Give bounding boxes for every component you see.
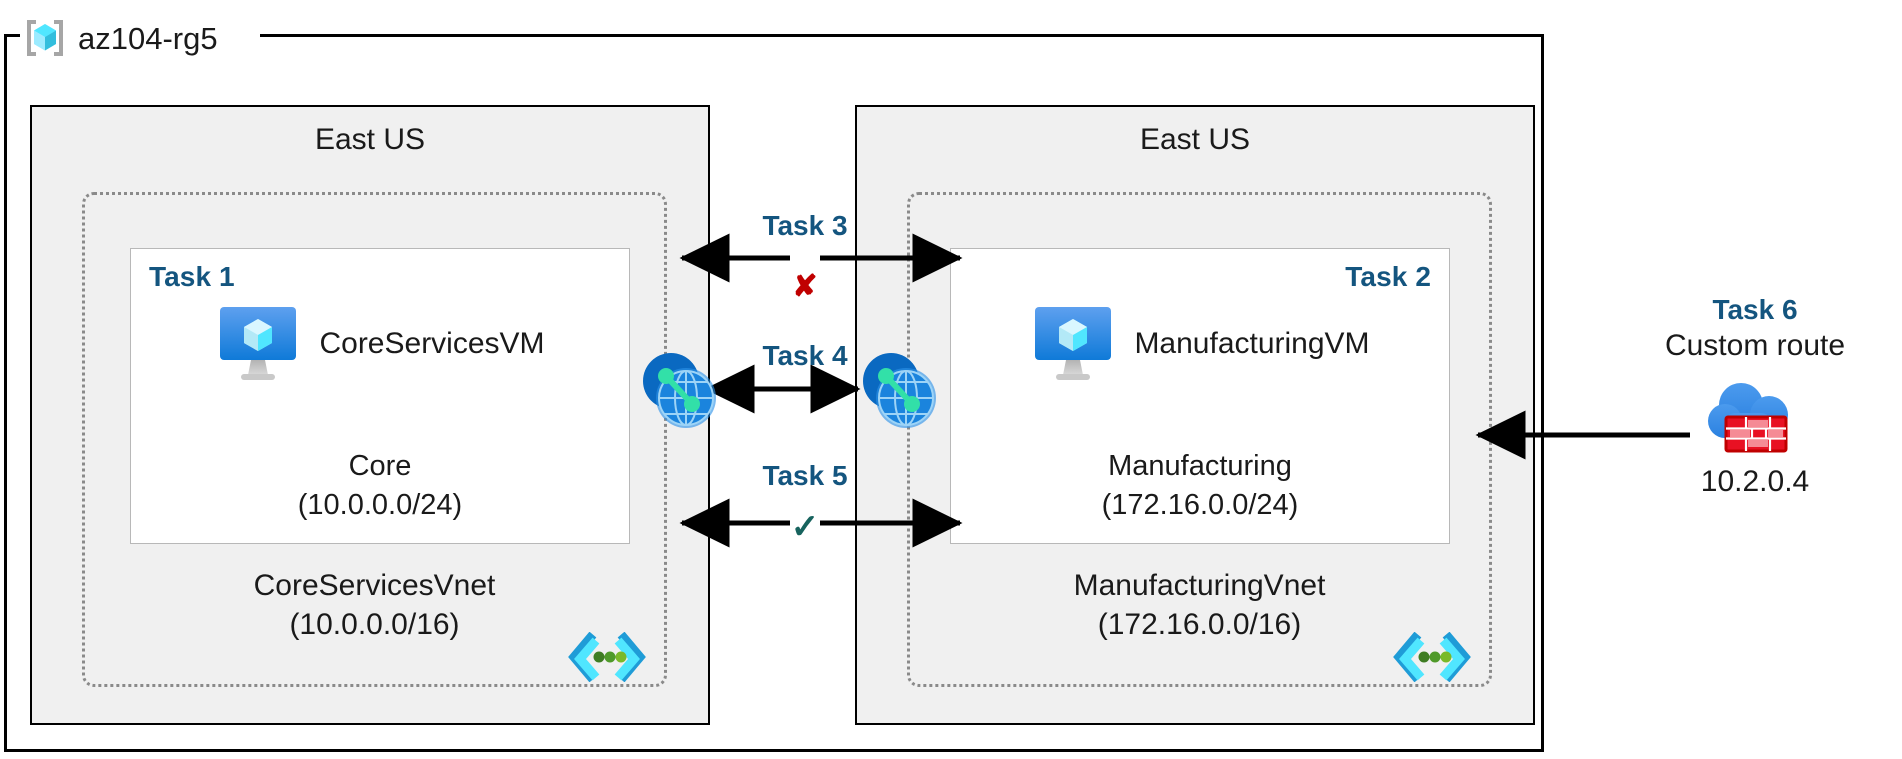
azure-resource-group-icon xyxy=(22,15,68,61)
resource-group-boundary xyxy=(4,34,1544,752)
label-task6: Task 6 xyxy=(1712,294,1798,325)
firewall-ip-address: 10.2.0.4 xyxy=(1700,464,1810,498)
subnet-manufacturing: Task 2 xyxy=(950,248,1450,544)
virtual-machine-icon xyxy=(215,305,301,383)
vm-core-row: CoreServicesVM xyxy=(131,305,629,383)
region-east-us-left: East US Task 1 xyxy=(30,105,710,725)
subnet-caption-core: Core (10.0.0.0/24) xyxy=(131,447,629,525)
label-task5: Task 5 xyxy=(762,460,848,491)
marker-task5-allowed: ✓ xyxy=(790,508,820,546)
label-task4: Task 4 xyxy=(762,340,848,371)
task-badge-2: Task 2 xyxy=(1345,261,1431,292)
vm-manufacturing-row: ManufacturingVM xyxy=(951,305,1449,383)
vnet-coreservices: Task 1 xyxy=(82,192,667,687)
vnet-name-manufacturing: ManufacturingVnet xyxy=(1073,569,1326,602)
vnet-caption-manufacturing: ManufacturingVnet (172.16.0.0/16) xyxy=(910,566,1489,644)
vnet-peering-icon-left xyxy=(638,348,722,432)
vnet-cidr-core: (10.0.0.0/16) xyxy=(289,608,460,641)
task-badge-1: Task 1 xyxy=(149,261,235,292)
resource-group-name: az104-rg5 xyxy=(78,20,218,56)
vnet-icon-manufacturing xyxy=(1393,632,1471,682)
task6-custom-route-group: Task 6 Custom route xyxy=(1610,292,1900,499)
label-task3: Task 3 xyxy=(762,210,848,241)
vnet-cidr-manufacturing: (172.16.0.0/16) xyxy=(1097,608,1302,641)
vnet-name-core: CoreServicesVnet xyxy=(253,569,496,602)
subnet-caption-manufacturing: Manufacturing (172.16.0.0/24) xyxy=(951,447,1449,525)
vnet-icon-core xyxy=(568,632,646,682)
vnet-caption-core: CoreServicesVnet (10.0.0.0/16) xyxy=(85,566,664,644)
region-label-right: East US xyxy=(1139,123,1251,156)
region-east-us-right: East US Task 2 xyxy=(855,105,1535,725)
resource-group-title: az104-rg5 xyxy=(22,10,218,66)
subnet-cidr-manufacturing: (172.16.0.0/24) xyxy=(1101,488,1299,521)
vm-name-core: CoreServicesVM xyxy=(319,327,545,360)
vm-name-manufacturing: ManufacturingVM xyxy=(1134,327,1370,360)
marker-task3-blocked: ✘ xyxy=(792,270,818,303)
subnet-name-core: Core xyxy=(348,449,412,482)
virtual-machine-icon xyxy=(1030,305,1116,383)
vnet-manufacturing: Task 2 xyxy=(907,192,1492,687)
subnet-core: Task 1 xyxy=(130,248,630,544)
region-label-left: East US xyxy=(314,123,426,156)
subnet-name-manufacturing: Manufacturing xyxy=(1108,449,1292,482)
label-custom-route: Custom route xyxy=(1664,329,1846,362)
vnet-peering-icon-right xyxy=(858,348,942,432)
firewall-icon xyxy=(1610,373,1900,459)
subnet-cidr-core: (10.0.0.0/24) xyxy=(297,488,463,521)
